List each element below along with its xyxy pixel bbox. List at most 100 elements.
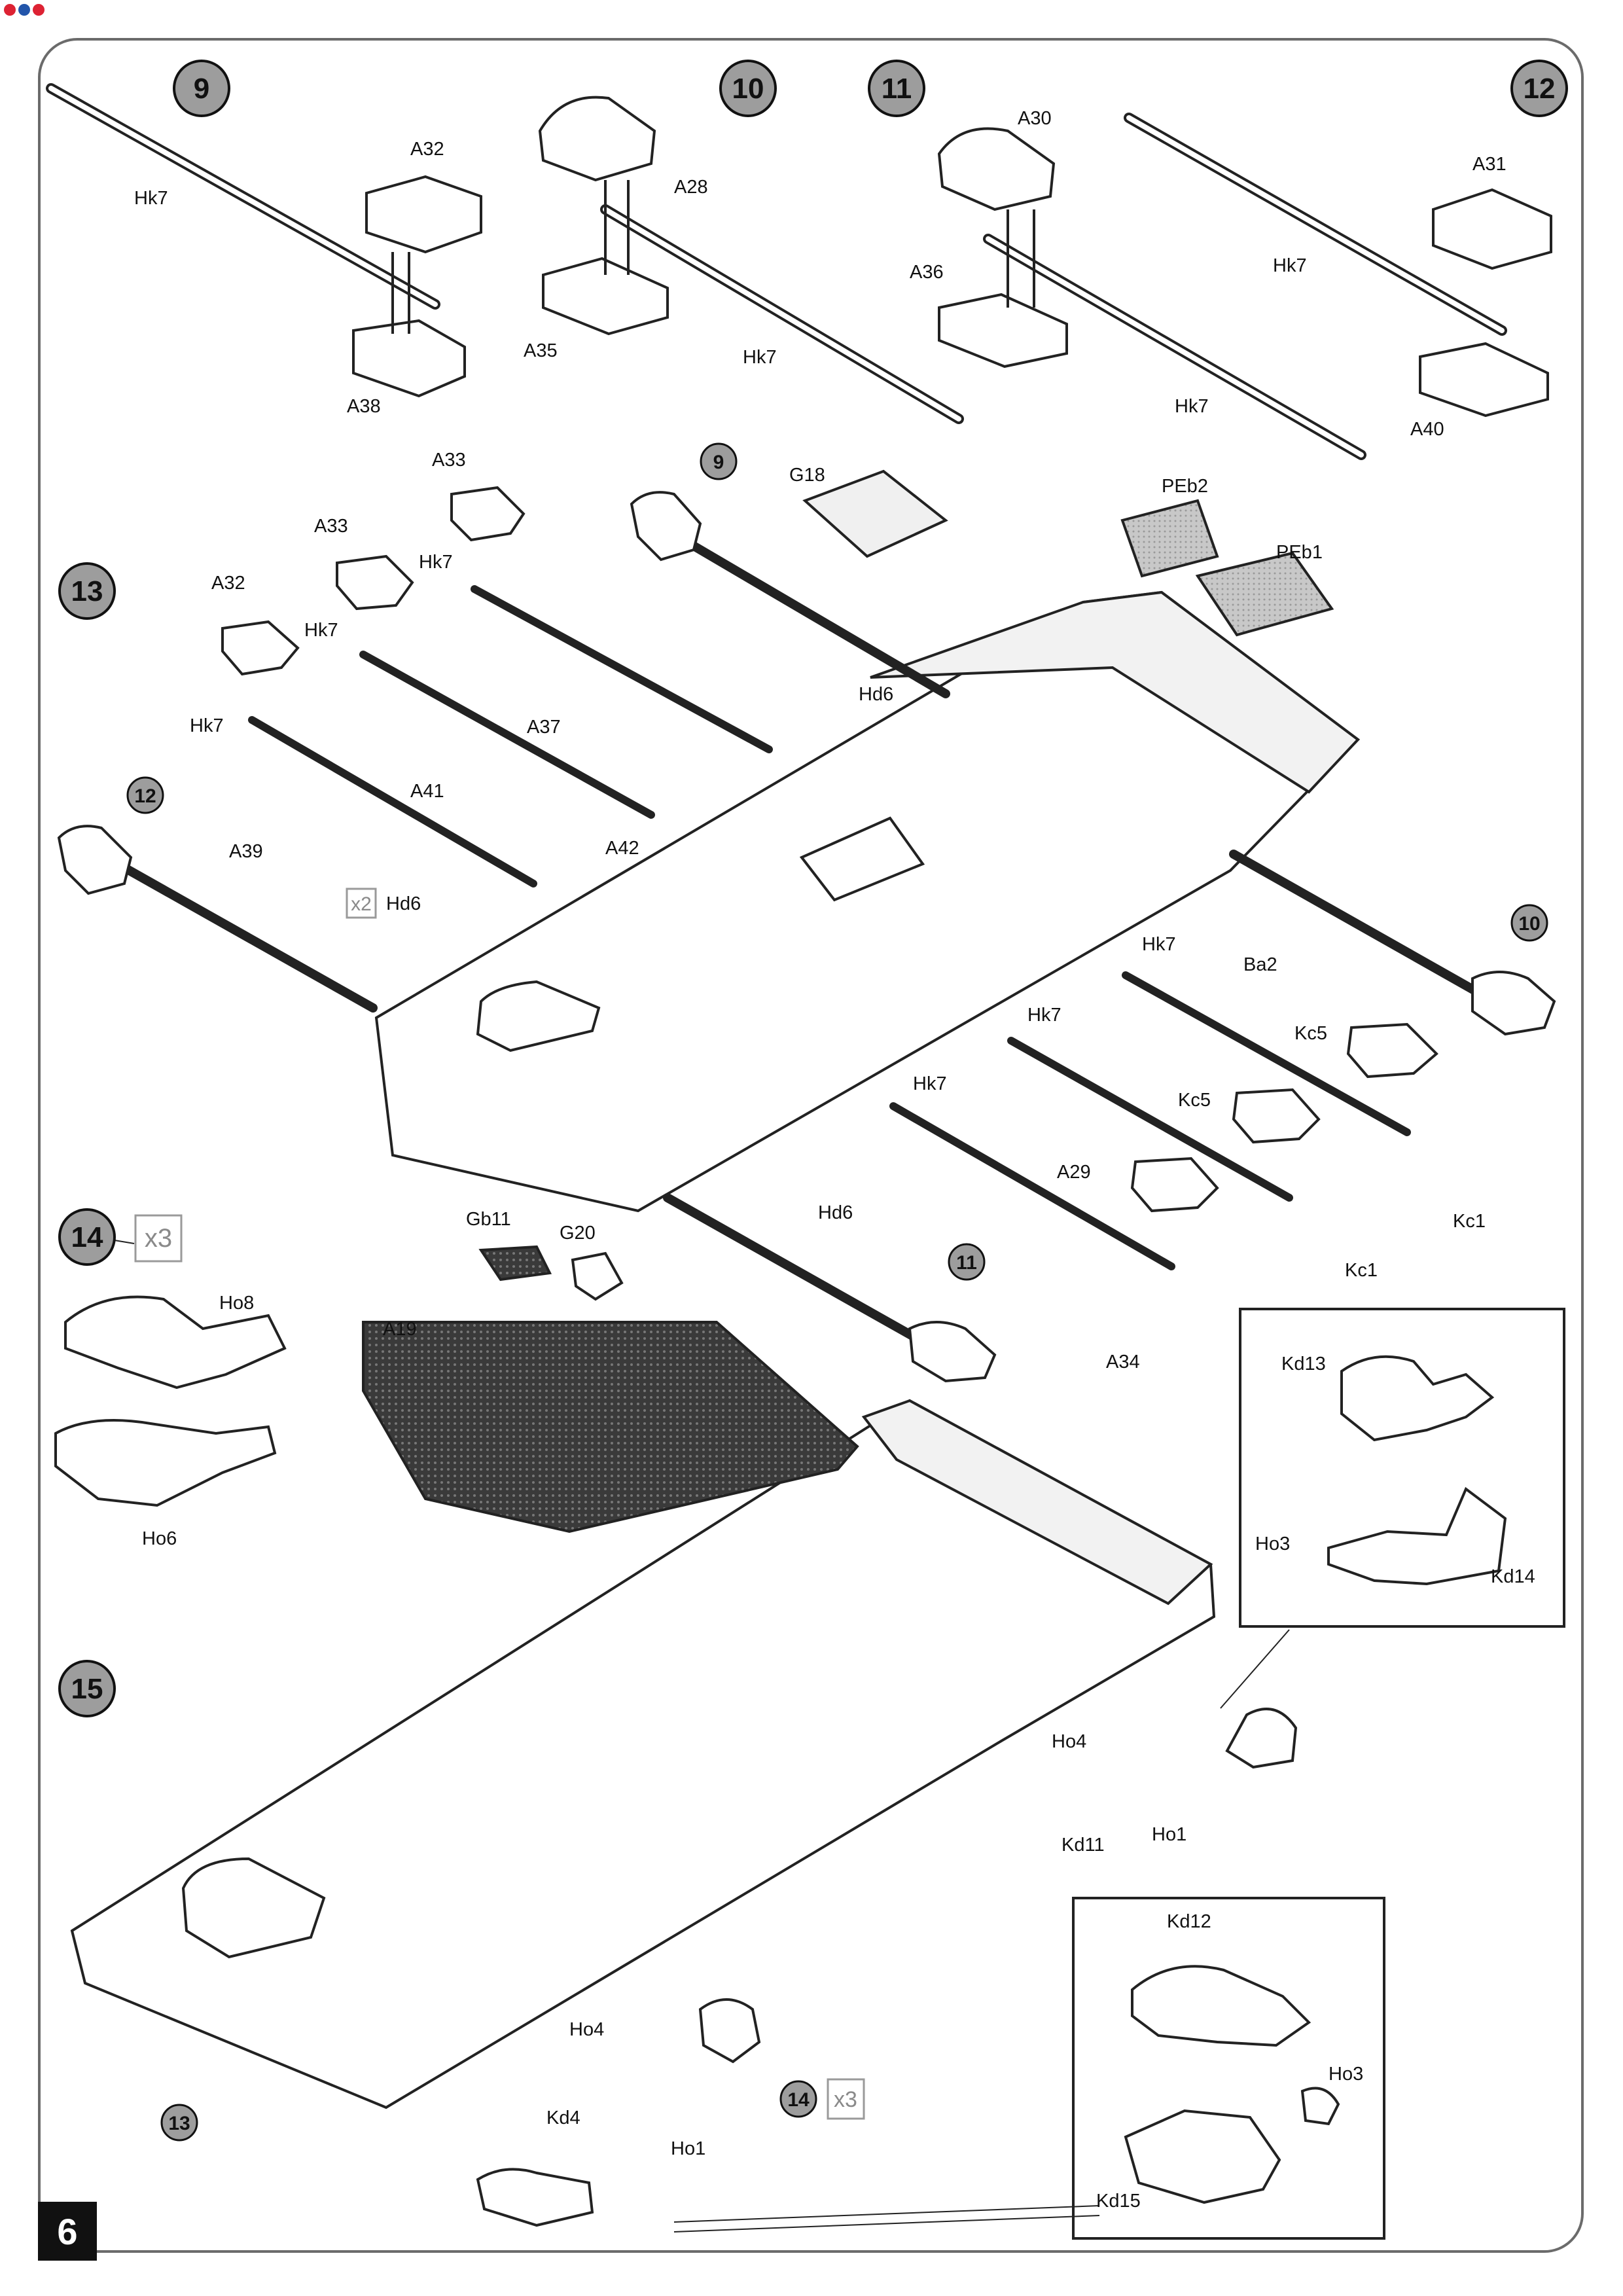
svg-text:A38: A38 <box>347 396 381 417</box>
svg-text:Hk7: Hk7 <box>190 715 224 736</box>
svg-text:Hd6: Hd6 <box>818 1202 853 1223</box>
inset-bottom-labels: Kd12 Ho3 Kd15 <box>1096 1911 1363 2212</box>
svg-text:A33: A33 <box>314 516 348 537</box>
svg-text:11: 11 <box>956 1252 977 1274</box>
part-g18-plate <box>802 469 948 558</box>
svg-text:Hk7: Hk7 <box>419 552 453 573</box>
svg-text:13: 13 <box>168 2113 190 2134</box>
step9-labels: Hk7 A32 A38 <box>134 139 444 417</box>
step11-mount-part <box>938 293 1068 368</box>
svg-text:A29: A29 <box>1057 1162 1091 1183</box>
step14-group <box>54 1295 287 1507</box>
step11-arm-part <box>937 127 1056 211</box>
step15-badge: 15 <box>58 1660 116 1717</box>
svg-text:Kd15: Kd15 <box>1096 2191 1141 2212</box>
inset-bottom <box>1072 1897 1385 2240</box>
svg-text:A30: A30 <box>1018 108 1052 129</box>
inset-right-labels: Kd13 Ho3 Kd14 <box>1255 1354 1535 1587</box>
step14-labels: Ho8 Ho6 <box>142 1293 254 1549</box>
svg-text:Hk7: Hk7 <box>304 620 338 641</box>
publisher-logo <box>4 4 46 29</box>
step10-labels: A28 A35 Hk7 <box>524 177 777 368</box>
svg-text:Kc5: Kc5 <box>1294 1023 1327 1044</box>
step11-badge: 11 <box>868 60 925 117</box>
svg-text:Hk7: Hk7 <box>913 1073 947 1094</box>
step14-multiplier-box: x3 <box>134 1214 183 1263</box>
step12-badge: 12 <box>1510 60 1568 117</box>
svg-text:A34: A34 <box>1106 1352 1140 1372</box>
svg-text:A42: A42 <box>605 838 639 859</box>
svg-text:G20: G20 <box>560 1223 596 1244</box>
page-frame <box>38 38 1584 2253</box>
step14-badge: 14 <box>58 1208 116 1266</box>
step10-arm-part <box>538 96 656 182</box>
svg-text:A35: A35 <box>524 340 558 361</box>
step14-lower-part <box>54 1419 277 1507</box>
svg-text:Ho6: Ho6 <box>142 1528 177 1549</box>
step9-arm-part <box>365 175 482 254</box>
svg-text:A37: A37 <box>527 717 561 738</box>
svg-text:A41: A41 <box>410 781 444 802</box>
svg-text:Kc5: Kc5 <box>1178 1090 1211 1111</box>
svg-text:Kd14: Kd14 <box>1491 1566 1535 1587</box>
svg-text:x2: x2 <box>351 893 372 915</box>
step9-badge: 9 <box>173 60 230 117</box>
svg-text:Hk7: Hk7 <box>1273 255 1307 276</box>
svg-text:Ho1: Ho1 <box>1152 1824 1186 1845</box>
step11-labels: A30 A36 Hk7 <box>910 108 1209 417</box>
svg-text:14: 14 <box>71 1221 103 1253</box>
svg-text:A19: A19 <box>383 1319 417 1340</box>
step15-labels: Gb11 G20 A19 Ho4 Kd11 Ho1 Ho4 Kd4 Ho1 <box>383 1209 1186 2159</box>
svg-text:13: 13 <box>71 575 103 607</box>
hull-hatch-g18-seat <box>799 816 925 902</box>
step9-mount-part <box>352 319 466 398</box>
svg-text:Kd12: Kd12 <box>1167 1911 1211 1932</box>
svg-text:15: 15 <box>71 1673 103 1705</box>
svg-text:Hk7: Hk7 <box>1142 934 1176 955</box>
svg-text:9: 9 <box>713 452 724 473</box>
svg-text:Gb11: Gb11 <box>466 1209 511 1230</box>
step10-badge: 10 <box>719 60 777 117</box>
svg-text:A40: A40 <box>1410 419 1444 440</box>
part-peb2 <box>1120 499 1219 578</box>
step10-group <box>538 96 964 424</box>
page-number: 6 <box>38 2202 97 2261</box>
svg-text:Hd6: Hd6 <box>386 893 421 914</box>
svg-text:10: 10 <box>732 73 764 105</box>
svg-text:PEb2: PEb2 <box>1162 476 1208 497</box>
svg-text:A28: A28 <box>674 177 708 198</box>
svg-text:Kd4: Kd4 <box>546 2108 580 2128</box>
svg-text:G18: G18 <box>789 465 825 486</box>
svg-text:11: 11 <box>882 73 912 105</box>
svg-text:Ho3: Ho3 <box>1255 1534 1290 1554</box>
svg-text:A33: A33 <box>432 450 466 471</box>
svg-text:Ho1: Ho1 <box>671 2138 705 2159</box>
step12-arm-part <box>1432 188 1552 270</box>
step15-callouts: 13 14 x3 <box>160 2078 865 2142</box>
svg-text:Ho4: Ho4 <box>569 2019 604 2040</box>
svg-text:Hk7: Hk7 <box>134 188 168 209</box>
svg-text:12: 12 <box>1524 73 1556 105</box>
svg-text:Kc1: Kc1 <box>1453 1211 1486 1232</box>
svg-text:9: 9 <box>194 73 209 105</box>
svg-text:Kc1: Kc1 <box>1345 1260 1378 1281</box>
svg-text:Ho8: Ho8 <box>219 1293 254 1314</box>
svg-text:A36: A36 <box>910 262 944 283</box>
svg-text:Ho4: Ho4 <box>1052 1731 1086 1752</box>
part-peb1 <box>1195 551 1334 637</box>
svg-text:Hk7: Hk7 <box>743 347 777 368</box>
step9-group <box>46 83 482 398</box>
svg-text:12: 12 <box>134 785 156 807</box>
svg-text:A39: A39 <box>229 841 263 862</box>
svg-text:Kd11: Kd11 <box>1061 1835 1105 1856</box>
step15-group <box>70 1245 1298 2227</box>
leader-lines <box>114 1240 1290 2233</box>
step13-labels: A33 A33 A32 Hk7 Hk7 Hk7 A37 A41 A39 G18 … <box>190 450 1486 1372</box>
step13-badge: 13 <box>58 562 116 620</box>
svg-text:A32: A32 <box>410 139 444 160</box>
svg-text:PEb1: PEb1 <box>1276 542 1323 563</box>
svg-text:10: 10 <box>1518 913 1540 935</box>
step13-group <box>57 469 1556 1383</box>
step11-group <box>937 127 1366 460</box>
